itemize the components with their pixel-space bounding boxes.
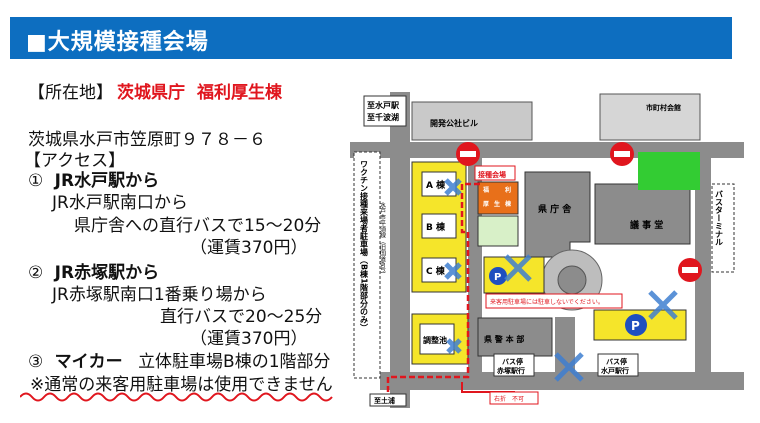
- venue-tag: 接種会場: [478, 170, 506, 179]
- road-bottom: [380, 372, 744, 390]
- to-mito-station-box: [363, 95, 407, 127]
- fukuri-char-5: 棟: [505, 200, 512, 208]
- blocked-mark-a: [444, 178, 462, 196]
- route2-fare: （運賃370円）: [190, 329, 308, 349]
- road-label: 水戸市平須線（旧国道6号）: [379, 201, 386, 278]
- route1-line2: 県庁舎への直行バスで15～20分: [74, 216, 322, 236]
- gijido-label: 議 事 堂: [630, 219, 663, 231]
- road-vertical-left: [390, 92, 410, 408]
- route2-line2: 直行バスで20～25分: [160, 307, 323, 327]
- garden-plot: [477, 215, 519, 247]
- building-a-label: A 棟: [426, 179, 446, 191]
- notice-text: 来客用駐車場には駐車しないでください。: [490, 298, 604, 306]
- bus-stop-mito-2: 水戸駅行: [601, 366, 629, 375]
- building-c-label: C 棟: [426, 265, 446, 277]
- blocked-mark-parking-left: [504, 254, 532, 282]
- notice-box: [485, 293, 623, 309]
- parking-symbol-right: P: [631, 319, 640, 333]
- blocked-marks: [444, 178, 678, 382]
- kaihatsu-building-label: 開発公社ビル: [430, 118, 478, 128]
- route1-fare: （運賃370円）: [190, 238, 308, 258]
- address: 茨城県水戸市笠原町９７８－６: [28, 130, 266, 150]
- red-wavy-underline: [20, 392, 333, 402]
- blocked-mark-c: [444, 262, 462, 280]
- route3-number: ③: [28, 352, 44, 372]
- section-title: ■大規模接種会場: [26, 30, 209, 55]
- route3-line1: 立体駐車場B棟の1階部分: [138, 352, 331, 372]
- gijido-building: [594, 183, 691, 245]
- route3-title: マイカー: [54, 352, 123, 372]
- chouseichi-label: 調整池: [423, 335, 447, 345]
- road-right: [695, 142, 711, 390]
- kaihatsu-building: [411, 101, 533, 141]
- to-tsuchiura-box: [369, 393, 407, 407]
- location-label: 【所在地】: [28, 83, 113, 103]
- shimura-kaikan-building: [599, 93, 701, 141]
- location-line: 【所在地】茨城県庁福利厚生棟: [28, 78, 282, 103]
- fukuri-char-3: 厚: [483, 200, 489, 208]
- route2-title-line: ② JR赤塚駅から: [28, 258, 159, 283]
- venue-tag-box: [474, 165, 516, 181]
- route2-line1: JR赤塚駅南口1番乗り場から: [52, 285, 267, 305]
- route1-title-line: ① JR水戸駅から: [28, 166, 159, 191]
- route-line: [386, 182, 480, 392]
- parking-label-panel: [353, 151, 381, 379]
- police-hq-label: 県 警 本 部: [484, 334, 524, 344]
- roundabout-inner: [557, 265, 587, 295]
- parking-symbol-left: P: [494, 272, 501, 283]
- route1-number: ①: [28, 171, 44, 191]
- parking-label: ワクチン接種来場者駐車場（B棟1階部分のみ）: [359, 160, 369, 332]
- to-senba-lake: 至千波湖: [367, 112, 399, 122]
- fukuri-building: [477, 181, 519, 215]
- shimura-kaikan-label: 市町村会館: [646, 103, 681, 112]
- bus-stop-akatsuka-2: 赤塚駅行: [497, 366, 525, 375]
- no-right-turn-box: [489, 391, 539, 405]
- building-b-label: B 棟: [426, 221, 446, 233]
- no-entry-sign-3: [678, 258, 702, 282]
- park-area: [638, 152, 700, 190]
- fukuri-char-4: 生: [494, 200, 500, 208]
- no-right-turn: 右折 不可: [494, 395, 524, 403]
- parking-icon-right: [625, 314, 647, 336]
- location-building: 福利厚生棟: [197, 83, 282, 103]
- route1-title: JR水戸駅から: [54, 171, 160, 191]
- bus-terminal-label: バスターミナル: [715, 190, 724, 246]
- access-heading: 【アクセス】: [24, 151, 126, 171]
- bus-stop-mito-1: バス停: [606, 357, 627, 366]
- parking-note: ※通常の来客用駐車場は使用できません: [30, 375, 333, 395]
- bus-terminal-box: [711, 183, 735, 273]
- section-header: ■大規模接種会場: [10, 17, 732, 59]
- police-hq-building: [477, 317, 553, 357]
- route2-number: ②: [28, 263, 44, 283]
- building-b: [421, 213, 457, 239]
- location-prefecture-office: 茨城県庁: [117, 83, 185, 103]
- blocked-mark-pond: [446, 338, 462, 354]
- bus-stop-akatsuka-box: [493, 353, 535, 377]
- fukuri-char-2: 利: [504, 186, 511, 194]
- bus-stop-akatsuka-1: バス停: [502, 357, 523, 366]
- route1-line1: JR水戸駅南口から: [52, 193, 188, 213]
- to-tsuchiura: 至土浦: [374, 396, 395, 405]
- parking-icon-left: [489, 267, 507, 285]
- to-mito-station: 至水戸駅: [367, 100, 400, 110]
- route3-line: ③ マイカー 立体駐車場B棟の1階部分: [28, 347, 331, 372]
- bus-stop-mito-box: [597, 353, 639, 377]
- blocked-mark-south: [554, 352, 584, 382]
- route2-title: JR赤塚駅から: [54, 263, 160, 283]
- venue-map: 開発公社ビル 市町村会館 至水戸駅 至千波湖 ワクチン接種来場者駐車場（B棟1階…: [350, 92, 744, 408]
- fukuri-char-1: 福: [482, 186, 489, 194]
- no-entry-sign-1: [456, 142, 480, 166]
- kenchousha-label: 県 庁 舎: [538, 203, 572, 215]
- blocked-mark-parking-right: [648, 290, 678, 320]
- no-entry-sign-2: [610, 142, 634, 166]
